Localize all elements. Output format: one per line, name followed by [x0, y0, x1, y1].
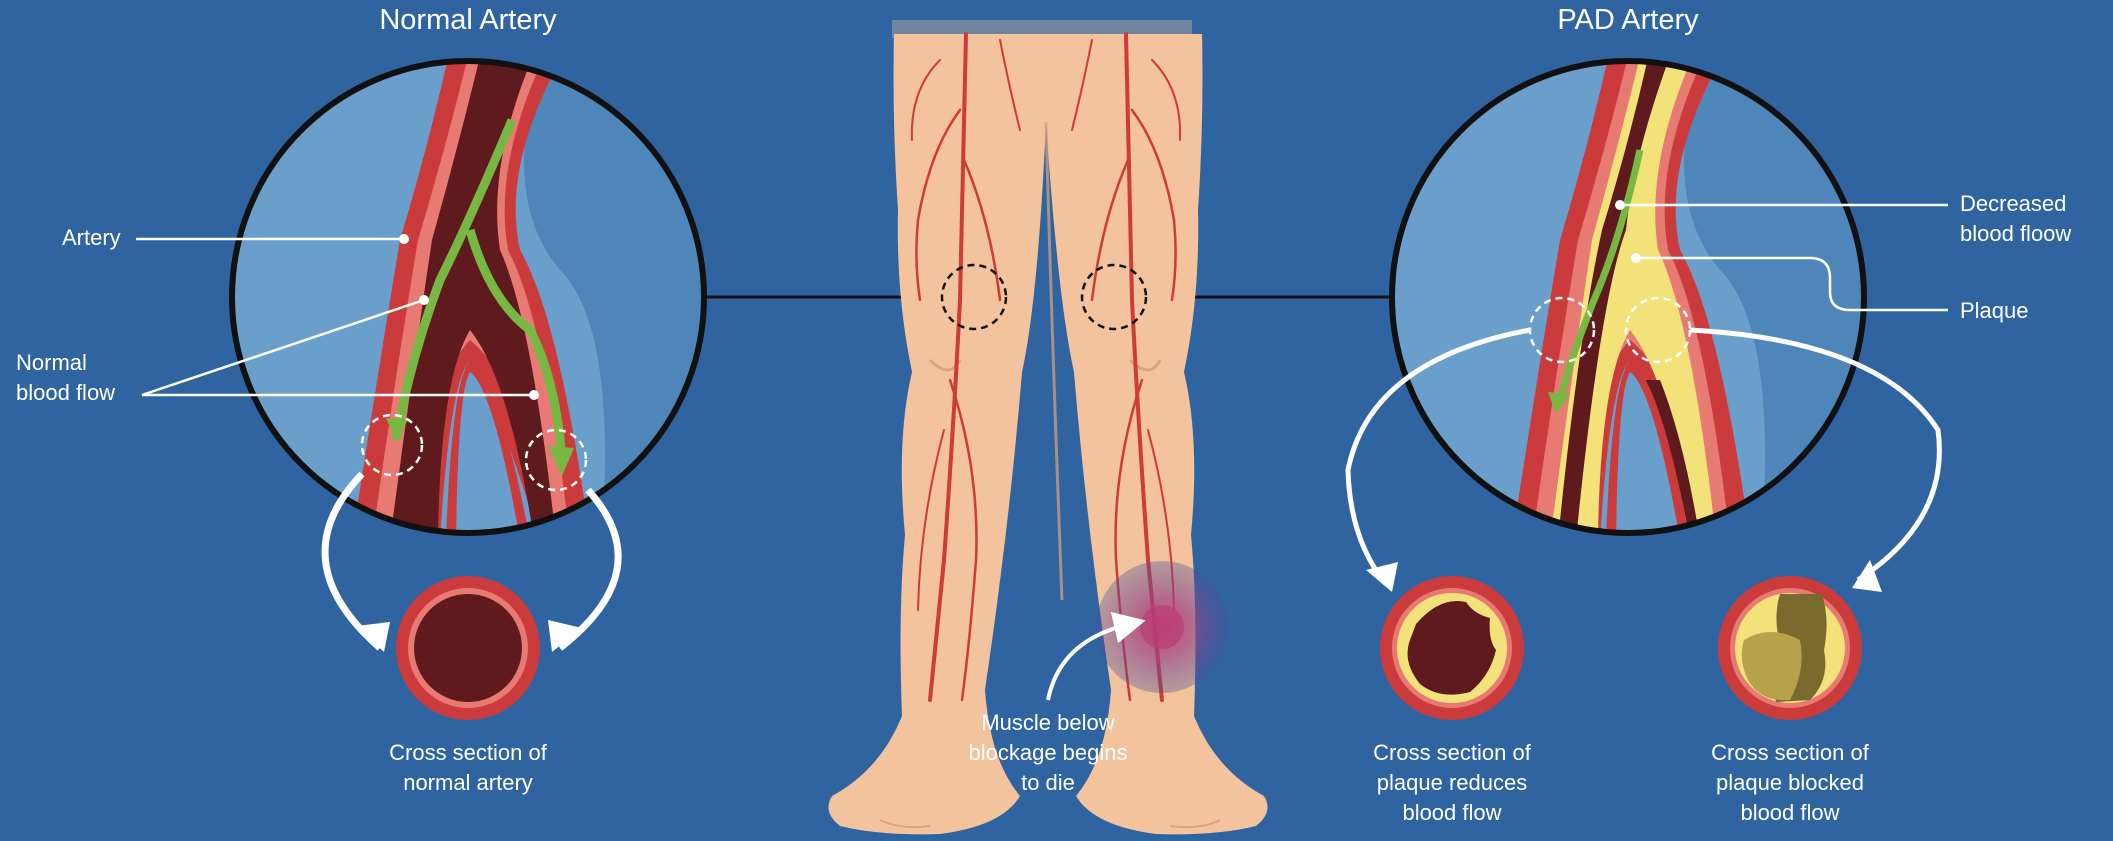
normal-blood-flow-label: Normal blood flow	[16, 348, 115, 408]
normal-cross-section-label: Cross section of normal artery	[338, 738, 598, 798]
pad-cross-section-blocked	[1718, 576, 1862, 720]
plaque-label: Plaque	[1960, 296, 2029, 326]
blocked-cross-section-label: Cross section of plaque blocked blood fl…	[1660, 738, 1920, 828]
reduced-cross-section-label: Cross section of plaque reduces blood fl…	[1322, 738, 1582, 828]
normal-artery-lens	[232, 40, 720, 560]
pad-artery-title: PAD Artery	[1478, 4, 1778, 37]
normal-cross-section	[396, 576, 540, 720]
pad-cross-section-reduced	[1380, 576, 1524, 720]
muscle-dying-label: Muscle below blockage begins to die	[938, 708, 1158, 798]
decreased-blood-flow-label: Decreased blood floow	[1960, 189, 2071, 249]
artery-label: Artery	[62, 223, 121, 253]
normal-artery-title: Normal Artery	[318, 4, 618, 37]
pad-artery-lens	[1392, 40, 1880, 560]
